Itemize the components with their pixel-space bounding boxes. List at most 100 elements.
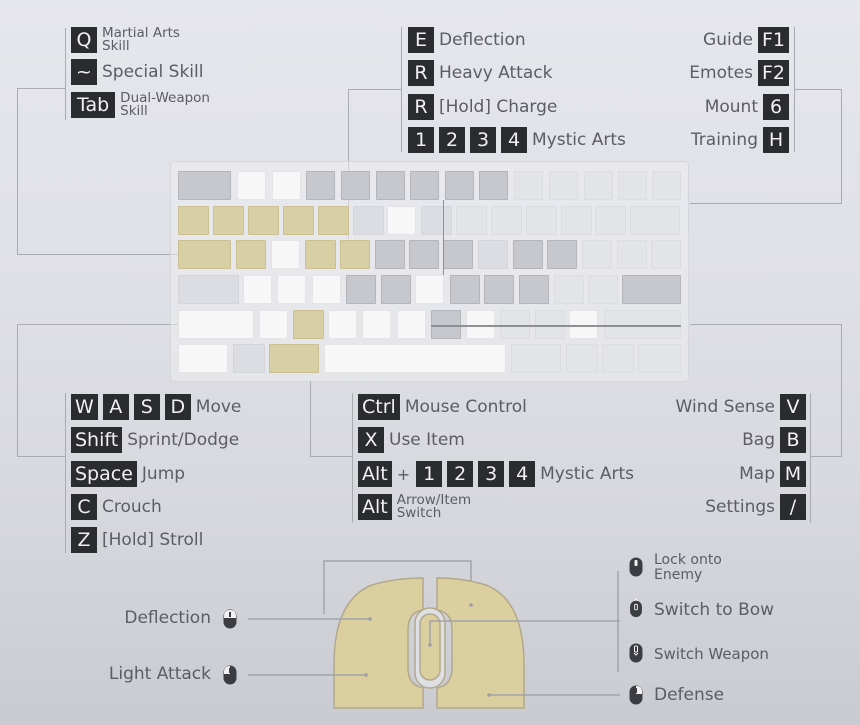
connector-line [65,28,66,120]
key-1: 1 [408,127,434,153]
key-d: D [164,394,191,420]
kb-key-shift [178,310,254,339]
key-f1: F1 [757,27,789,53]
keybind-b: Bag B [742,426,806,454]
connector-line [810,393,811,523]
connector-line [17,88,66,89]
key-r: R [408,94,434,120]
keybind-label: Jump [141,464,186,484]
key-tilde: ~ [71,59,97,85]
keybind-label: Dual-Weapon [120,90,210,106]
key-space: Space [71,461,137,487]
key-v: V [780,394,806,420]
kb-key [535,310,565,339]
keybind-label: Map [739,464,775,484]
keybind-label: [Hold] Stroll [102,530,204,550]
keybind-label: Martial Arts [102,25,180,41]
kb-key [484,275,514,304]
key-tab: Tab [71,92,116,118]
connector-line [17,324,180,325]
keybind-z: Z [Hold] Stroll [71,526,203,554]
kb-key-enter [622,275,681,304]
keybind-label: Use Item [389,430,465,450]
connector-line [17,254,180,255]
kb-key [651,240,681,269]
keybind-label: Switch [396,505,442,521]
kb-key-win [233,344,265,373]
key-alt: Alt [358,494,392,520]
kb-key [595,206,626,235]
kb-key-e [305,240,336,269]
key-2: 2 [447,461,474,487]
kb-key [617,240,647,269]
key-s: S [133,394,160,420]
kb-key-space [324,344,506,373]
connector-line [794,27,795,152]
kb-key [431,310,461,339]
kb-key-v [362,310,391,339]
kb-key [376,171,405,200]
connector-line [310,456,353,457]
mouse-diagram [248,560,620,709]
kb-key [630,206,680,235]
kb-key [346,275,376,304]
keybind-f2: Emotes F2 [689,59,789,87]
keybind-q: Q Martial Arts Skill [71,26,180,54]
key-m: M [780,461,806,487]
kb-key [479,171,508,200]
kb-key-r [340,240,370,269]
kb-key-c [328,310,357,339]
kb-key-tab [178,240,231,269]
connector-line [17,456,66,457]
mouse-both-click-icon [223,609,237,629]
keybind-f1: Guide F1 [703,26,789,54]
kb-key [450,275,480,304]
connector-line [352,393,353,523]
kb-key [588,275,618,304]
kb-key [353,206,384,235]
connector-line [17,88,18,255]
kb-key [554,275,584,304]
keybind-shift: Shift Sprint/Dodge [71,426,239,454]
kb-key [500,310,530,339]
keybind-label: Heavy Attack [439,63,553,83]
kb-key-a [243,275,272,304]
keybind-mystic-arts: 1 2 3 4 Mystic Arts [408,126,626,154]
keybind-wasd: W A S D Move [71,393,241,421]
connector-line [17,324,18,457]
keybind-slash: Settings / [705,493,806,521]
kb-key [547,240,577,269]
kb-key [341,171,370,200]
kb-key-esc [178,171,231,200]
key-2: 2 [439,127,465,153]
kb-key [549,171,578,200]
key-c: C [71,494,97,520]
kb-key [478,240,508,269]
connector-line [841,324,842,457]
keybind-alt-mystic: Alt + 1 2 3 4 Mystic Arts [358,460,634,488]
connector-line [841,89,842,204]
key-f2: F2 [757,60,789,86]
connector-line [65,393,66,553]
mouse-label-deflection: Deflection [124,608,211,628]
kb-key [445,171,474,200]
kb-key-alt [269,344,319,373]
kb-key [519,275,549,304]
key-r: R [408,60,434,86]
keybind-label: Mouse Control [404,397,527,417]
kb-key [409,240,439,269]
connector-line [795,89,841,90]
keybind-h: Training H [691,126,789,154]
keybind-label: Wind Sense [675,397,775,417]
connector-line [310,380,311,457]
kb-key [584,171,613,200]
kb-key-4 [283,206,314,235]
key-w: W [71,394,98,420]
connector-line [690,324,842,325]
key-6: 6 [763,94,789,120]
kb-key [306,171,335,200]
key-4: 4 [509,461,536,487]
key-slash: / [780,494,806,520]
keybind-r-heavy: R Heavy Attack [408,59,552,87]
mouse-scroll-down-icon [629,643,643,663]
